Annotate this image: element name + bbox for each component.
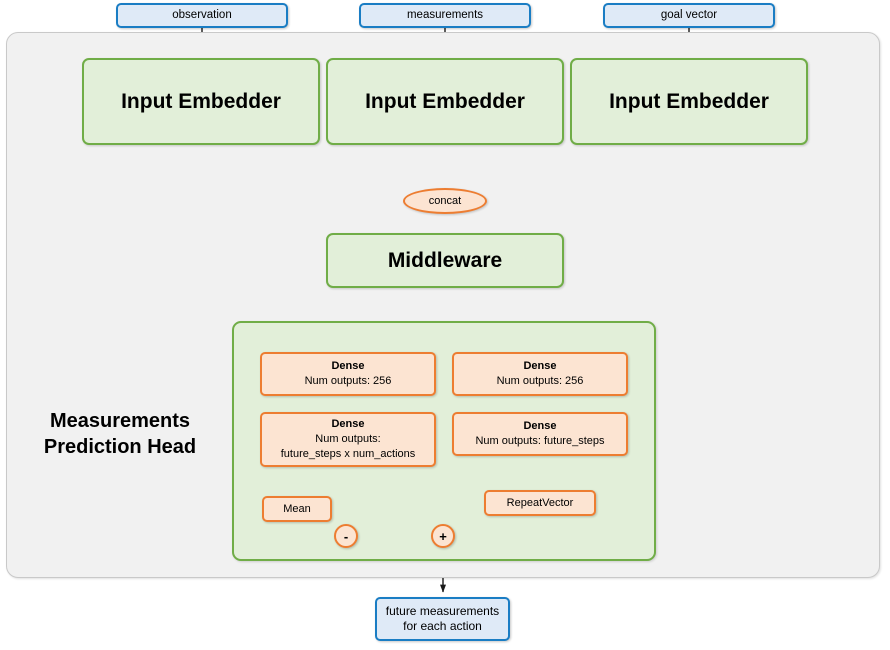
add-operator-symbol: +: [439, 528, 447, 544]
mean-label: Mean: [283, 502, 311, 515]
input-embedder-3[interactable]: Input Embedder: [570, 58, 808, 145]
dense-left-2-title: Dense: [331, 418, 365, 431]
dense-left-2[interactable]: Dense Num outputs: future_steps x num_ac…: [260, 412, 436, 467]
dense-right-2-detail: Num outputs: future_steps: [475, 435, 605, 447]
input-embedder-2-label: Input Embedder: [365, 89, 525, 113]
dense-right-1-title: Dense: [523, 360, 557, 373]
middleware-label: Middleware: [387, 248, 503, 272]
dense-right-2[interactable]: Dense Num outputs: future_steps: [452, 412, 628, 456]
input-observation[interactable]: observation: [116, 3, 288, 28]
head-label-line2: Prediction Head: [43, 436, 197, 458]
input-embedder-2[interactable]: Input Embedder: [326, 58, 564, 145]
input-embedder-3-label: Input Embedder: [609, 89, 769, 113]
subtract-operator-symbol: -: [343, 528, 349, 544]
mean-node[interactable]: Mean: [262, 496, 332, 522]
output-label-line2: for each action: [403, 619, 482, 633]
input-measurements-label: measurements: [406, 9, 484, 22]
input-embedder-1-label: Input Embedder: [121, 89, 281, 113]
repeat-vector-node[interactable]: RepeatVector: [484, 490, 596, 516]
dense-left-2-detail-line2: future_steps x num_actions: [280, 447, 416, 460]
repeat-vector-label: RepeatVector: [506, 496, 574, 509]
output-future-measurements[interactable]: future measurements for each action: [375, 597, 510, 641]
head-label-line1: Measurements: [49, 410, 191, 432]
input-goal-vector[interactable]: goal vector: [603, 3, 775, 28]
input-goal-vector-label: goal vector: [660, 9, 718, 22]
subtract-operator[interactable]: -: [334, 524, 358, 548]
input-embedder-1[interactable]: Input Embedder: [82, 58, 320, 145]
dense-left-2-detail-line1: Num outputs:: [315, 433, 381, 446]
dense-right-1-detail: Num outputs: 256: [496, 375, 584, 387]
concat-label: concat: [428, 195, 462, 207]
input-observation-label: observation: [172, 9, 232, 22]
dense-left-1-title: Dense: [331, 360, 365, 373]
output-label-line1: future measurements: [385, 604, 500, 618]
add-operator[interactable]: +: [431, 524, 455, 548]
measurements-prediction-head-label: Measurements Prediction Head: [24, 408, 216, 460]
dense-left-1[interactable]: Dense Num outputs: 256: [260, 352, 436, 396]
dense-right-1[interactable]: Dense Num outputs: 256: [452, 352, 628, 396]
middleware-block[interactable]: Middleware: [326, 233, 564, 288]
input-measurements[interactable]: measurements: [359, 3, 531, 28]
dense-right-2-title: Dense: [523, 420, 557, 433]
concat-node[interactable]: concat: [403, 188, 487, 214]
dense-left-1-detail: Num outputs: 256: [304, 375, 392, 387]
